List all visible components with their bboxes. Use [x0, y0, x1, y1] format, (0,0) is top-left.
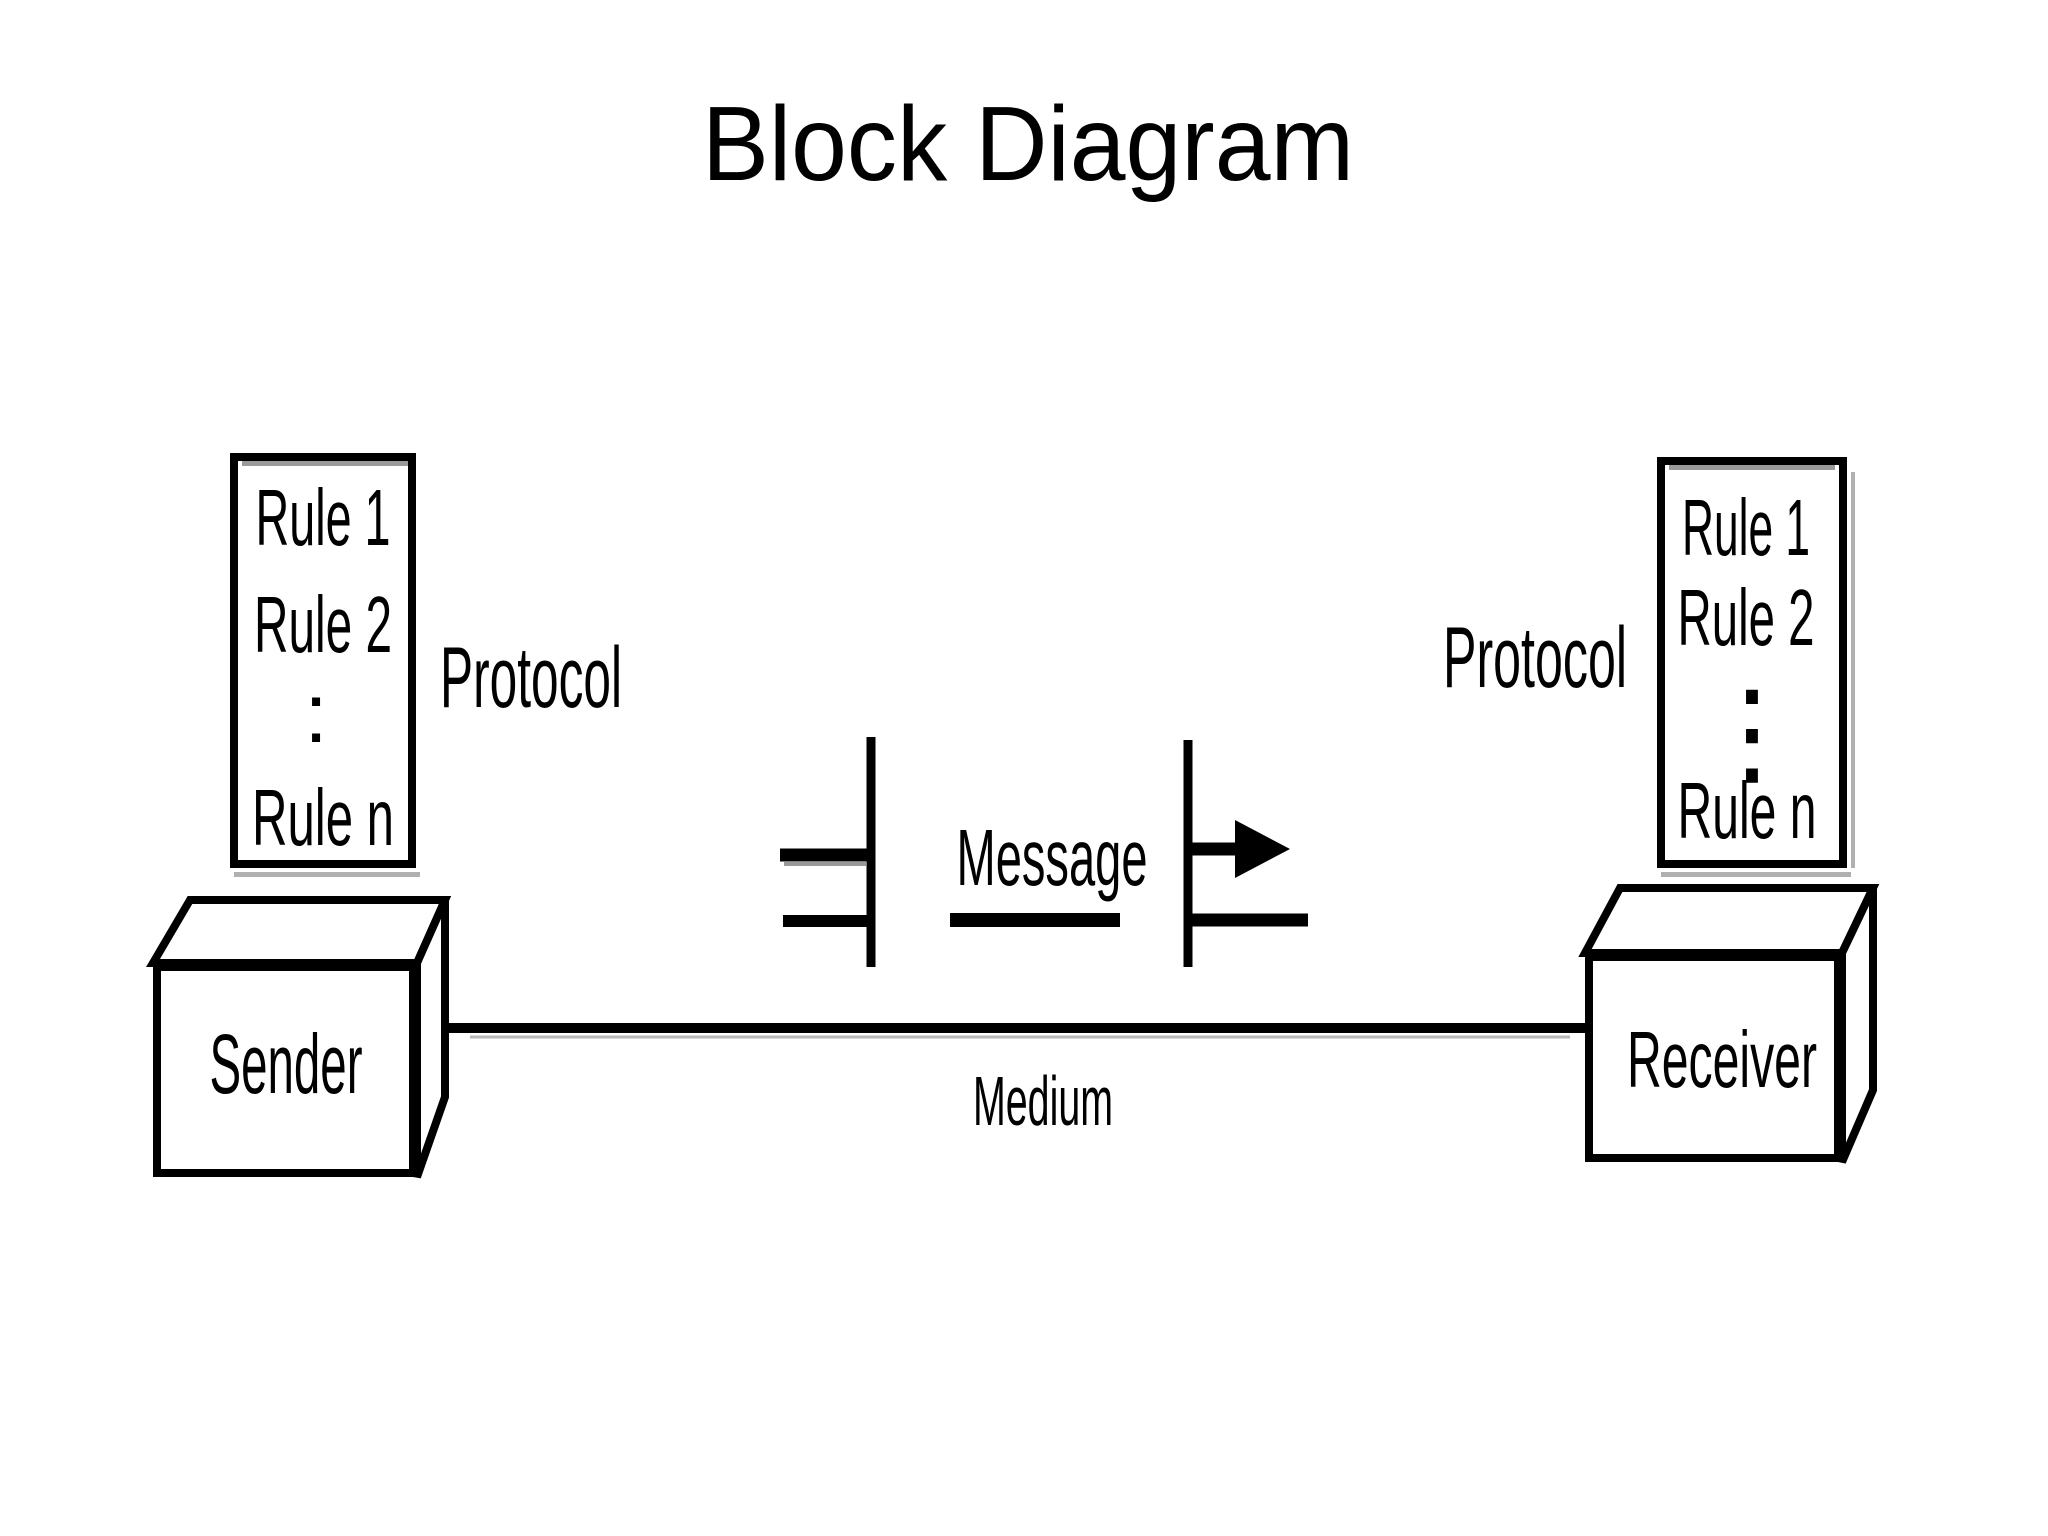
message-arrow-head-icon — [1235, 820, 1290, 878]
sender-box-front — [153, 963, 417, 1177]
message-group: Message — [780, 737, 1308, 967]
message-label: Message — [957, 813, 1148, 902]
left-box-top-shadow — [242, 461, 408, 466]
right-box-side-shadow — [1851, 472, 1855, 868]
right-rule-n: Rule n — [1678, 766, 1817, 855]
right-rules-ellipsis: ⋮ — [1695, 666, 1810, 800]
left-protocol-label: Protocol — [440, 630, 622, 726]
right-protocol-group: Rule 1 Rule 2 ⋮ Rule n Protocol — [1443, 457, 1855, 877]
right-box-top-shadow — [1669, 465, 1835, 470]
right-box-bottom-shadow — [1661, 872, 1851, 877]
receiver-box-top — [1578, 884, 1880, 957]
sender-group: Sender — [146, 896, 452, 1179]
right-protocol-label: Protocol — [1443, 610, 1627, 706]
left-rule-1: Rule 1 — [256, 473, 391, 562]
receiver-label: Receiver — [1627, 1015, 1817, 1104]
sender-label: Sender — [210, 1017, 363, 1111]
right-rule-1: Rule 1 — [1682, 483, 1810, 572]
left-protocol-group: Rule 1 Rule 2 : Rule n Protocol — [230, 453, 622, 877]
left-box-bottom-shadow — [234, 872, 420, 877]
page-title: Block Diagram — [702, 85, 1354, 203]
right-rule-2: Rule 2 — [1678, 573, 1815, 662]
receiver-group: Receiver — [1578, 884, 1880, 1164]
left-rule-n: Rule n — [252, 773, 394, 862]
left-rule-2: Rule 2 — [254, 580, 392, 669]
right-protocol-box — [1657, 457, 1847, 868]
left-rules-ellipsis: : — [304, 666, 327, 760]
medium-group: Medium — [445, 1023, 1589, 1140]
receiver-box-front — [1585, 953, 1842, 1162]
sender-box-top — [146, 896, 452, 967]
medium-label: Medium — [973, 1062, 1113, 1140]
left-protocol-box — [230, 453, 416, 868]
